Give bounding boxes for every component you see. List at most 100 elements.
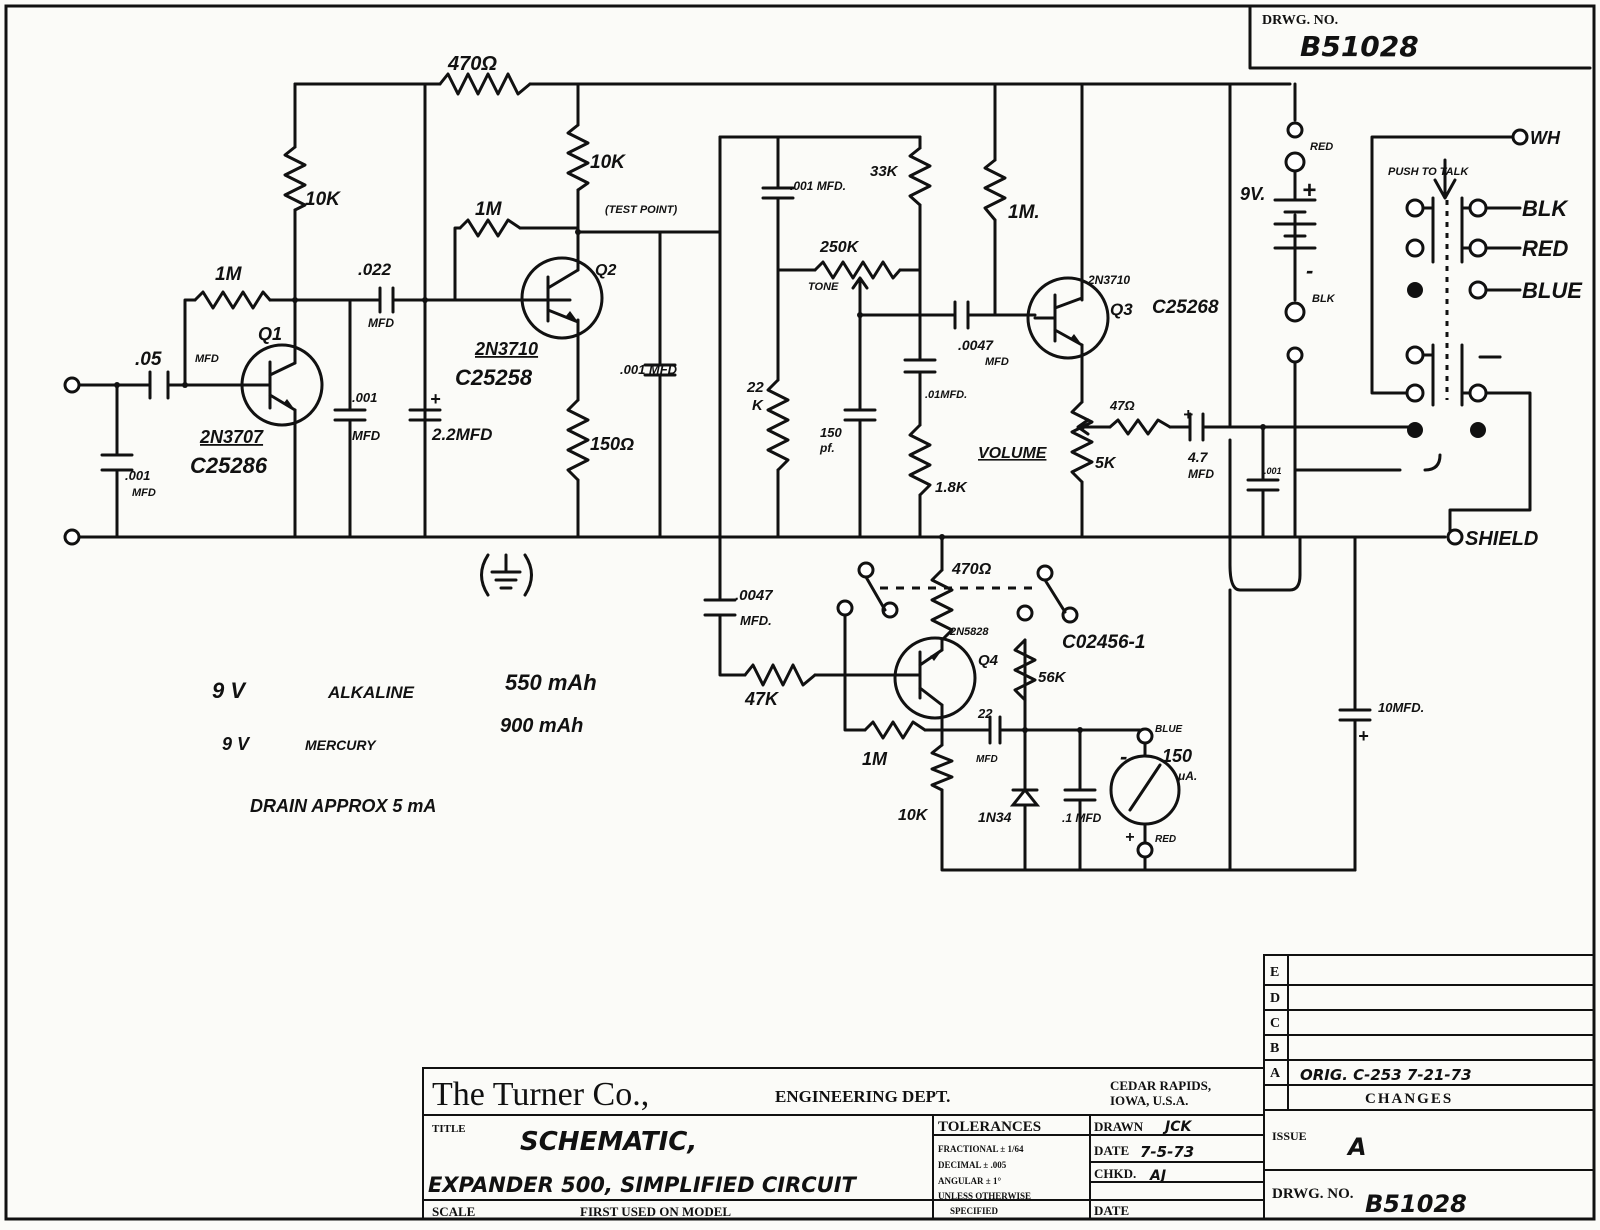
change-rev-e: E [1270, 965, 1279, 980]
transistor-q3 [1026, 276, 1110, 360]
label-r-10k-lower: 10K [898, 807, 929, 824]
label-c-05: .05 [135, 349, 162, 370]
label-c-2-2: 2.2MFD [431, 425, 492, 444]
label-diode: 1N34 [978, 809, 1012, 825]
cap-001-q1 [333, 408, 367, 422]
label-c-22-lower-unit: MFD [976, 754, 998, 765]
resistor-47 [1108, 418, 1172, 436]
label-connector-shield: SHIELD [1465, 528, 1538, 550]
range-switch [836, 561, 1079, 624]
label-plus-2-2: + [430, 389, 441, 409]
label-connector-blue: BLUE [1522, 278, 1583, 303]
label-connector-wh: WH [1530, 128, 1561, 148]
pin [1407, 282, 1423, 298]
cap-0047-q3 [953, 300, 970, 330]
change-rev-a: A [1270, 1066, 1281, 1081]
label-battery-minus: - [1306, 258, 1313, 283]
drawn-value: JCK [1162, 1119, 1192, 1135]
input-terminal-top [63, 376, 81, 394]
first-used: FIRST USED ON MODEL [580, 1204, 731, 1219]
cap-0047-lower [703, 598, 737, 617]
label-meter-blue: BLUE [1155, 724, 1183, 735]
label-c-4-7: 4.7 [1187, 449, 1209, 465]
label-q2-code: C25258 [455, 365, 533, 390]
city: CEDAR RAPIDS, [1110, 1078, 1211, 1093]
pin [1470, 422, 1486, 438]
label-meter-minus: - [1120, 744, 1127, 769]
label-r-1m-lower: 1M [862, 749, 888, 769]
resistor-470-lower [930, 568, 954, 642]
change-rev-d: D [1270, 991, 1280, 1006]
label-volume: VOLUME [978, 445, 1048, 462]
connector-block [1405, 128, 1529, 546]
pin [1405, 383, 1425, 403]
note-line2-type: MERCURY [305, 737, 377, 753]
label-q1-part: 2N3707 [199, 427, 264, 447]
cap-001-out [1246, 478, 1280, 492]
company-name: The Turner Co., [432, 1076, 649, 1113]
tol-unless: UNLESS OTHERWISE [938, 1191, 1031, 1201]
cap-2-2 [408, 408, 442, 422]
label-meter-value: 150 [1162, 746, 1192, 766]
label-r-1-8k: 1.8K [935, 479, 968, 496]
engineering-dept: ENGINEERING DEPT. [775, 1087, 950, 1106]
label-tone: TONE [808, 281, 839, 293]
label-switch-part: C02456-1 [1062, 632, 1145, 653]
pot-5k [1070, 400, 1094, 484]
cap-150pf [843, 408, 877, 422]
cap-4-7 [1188, 412, 1205, 442]
label-r-150: 150Ω [590, 434, 634, 454]
label-q3-code: C25268 [1152, 297, 1219, 318]
label-c-001-q1: .001 [352, 390, 377, 405]
pin [1468, 238, 1488, 258]
pin [1405, 198, 1425, 218]
resistor-10k-q1 [283, 145, 307, 212]
state: IOWA, U.S.A. [1110, 1093, 1188, 1108]
label-c-150pf: 150 [820, 425, 842, 440]
label-c-0047-lower: .0047 [735, 587, 773, 604]
chkd-value: AJ [1149, 1168, 1166, 1184]
label-q4-part: 2N5828 [949, 626, 989, 638]
label-c-001-in-unit: MFD [132, 487, 156, 499]
microammeter [1109, 727, 1181, 859]
junctions [114, 229, 1266, 733]
cap-22-lower [988, 715, 1002, 745]
label-meter-red: RED [1155, 834, 1176, 845]
change-rev-b: B [1270, 1041, 1279, 1056]
label-r-22k-unit: K [752, 397, 764, 414]
battery-notes: 9 V ALKALINE 550 mAh 9 V MERCURY 900 mAh… [212, 670, 597, 816]
cap-05 [148, 370, 170, 400]
resistors [193, 72, 1172, 792]
label-c-001-tone: .001 MFD. [790, 179, 846, 193]
title-label: TITLE [432, 1123, 466, 1135]
title-block: The Turner Co., ENGINEERING DEPT. CEDAR … [422, 1067, 1265, 1220]
label-c-150pf-unit: pf. [819, 441, 835, 455]
tol-specified: SPECIFIED [950, 1206, 999, 1216]
pin [1468, 198, 1488, 218]
label-c-10mfd: 10MFD. [1378, 700, 1424, 715]
label-q1-code: C25286 [190, 453, 268, 478]
chkd-label: CHKD. [1094, 1166, 1136, 1181]
drawing-number-box: DRWG. NO. B51028 [1248, 4, 1592, 70]
resistor-33k [908, 146, 932, 207]
subtitle: EXPANDER 500, SIMPLIFIED CIRCUIT [428, 1173, 858, 1197]
label-c-1: .1 MFD [1062, 811, 1102, 825]
label-r-56k: 56K [1038, 669, 1067, 686]
resistor-1m-q1 [193, 290, 272, 310]
note-line2-cap: 900 mAh [500, 715, 583, 737]
resistor-47k [743, 663, 817, 687]
date2-label: DATE [1094, 1203, 1129, 1218]
issue-value: A [1346, 1133, 1367, 1161]
label-c-10mfd-plus: + [1358, 726, 1369, 746]
cap-1 [1063, 788, 1097, 802]
changes-table: E D C B A ORIG. C-253 7-21-73 CHANGES IS… [1263, 954, 1595, 1220]
label-r-47k: 47K [744, 689, 780, 709]
label-c-0047-q3: .0047 [958, 337, 994, 353]
label-q4: Q4 [978, 652, 999, 669]
pin [1468, 280, 1488, 300]
label-test-point: (TEST POINT) [605, 204, 677, 216]
label-r-470-top: 470Ω [447, 53, 497, 75]
pin [1468, 383, 1488, 403]
title-value: SCHEMATIC, [520, 1127, 697, 1157]
